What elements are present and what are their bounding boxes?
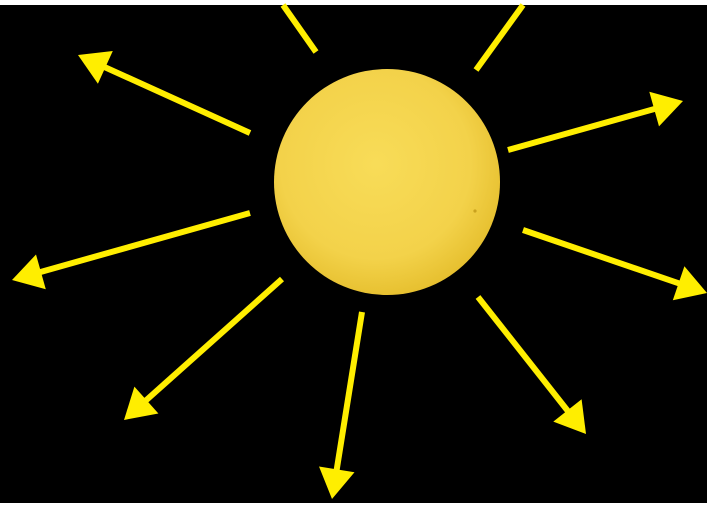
sun-disc-icon [274,69,500,295]
sunspot [473,209,476,212]
